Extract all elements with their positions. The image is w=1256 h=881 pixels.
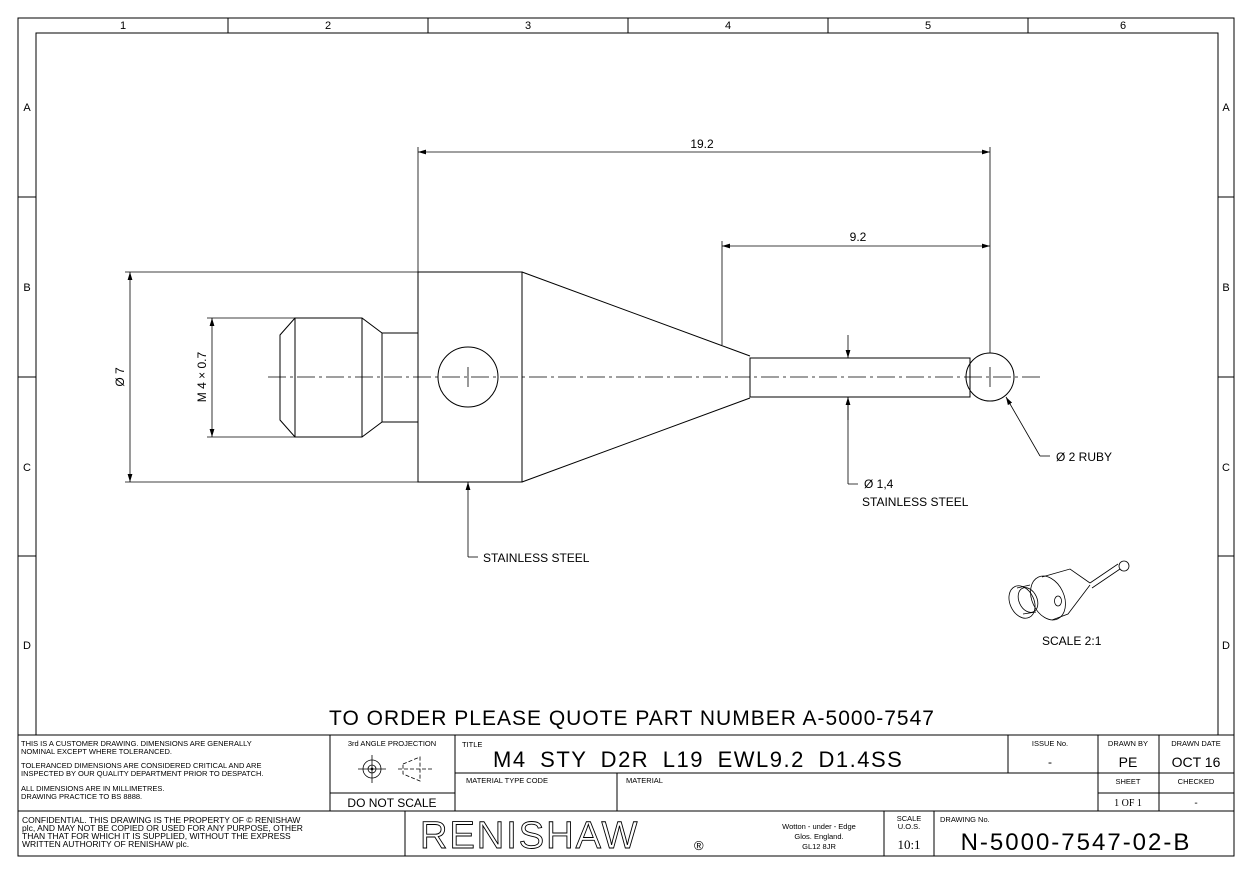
dim-ewl: 9.2 bbox=[850, 230, 867, 244]
dim-ball: Ø 2 RUBY bbox=[1056, 450, 1112, 464]
zone-row-b-right: B bbox=[1222, 282, 1229, 294]
renishaw-logo: RENISHAW bbox=[420, 815, 639, 857]
title-label: TITLE bbox=[462, 740, 482, 749]
confidential-line: WRITTEN AUTHORITY OF RENISHAW plc. bbox=[22, 839, 189, 849]
cross-hole bbox=[437, 346, 499, 408]
dim-stem-diameter: Ø 1,4 bbox=[864, 477, 894, 491]
drawn-date-value: OCT 16 bbox=[1172, 754, 1221, 770]
address-line: Wotton - under - Edge bbox=[782, 822, 856, 831]
drawing-no-label: DRAWING No. bbox=[940, 815, 990, 824]
zone-labels: 1 2 3 4 5 6 A B C D A B C D bbox=[23, 20, 1230, 652]
drawing-title: M4 STY D2R L19 EWL9.2 D1.4SS bbox=[493, 747, 903, 772]
neck bbox=[381, 332, 419, 423]
confidential-line: CONFIDENTIAL. THIS DRAWING IS THE PROPER… bbox=[22, 815, 300, 825]
thread-section bbox=[279, 317, 383, 438]
note-line: ALL DIMENSIONS ARE IN MILLIMETRES. bbox=[21, 784, 165, 793]
stylus-side-view bbox=[268, 271, 1040, 483]
third-angle-projection-symbol bbox=[358, 755, 432, 783]
zone-col-4: 4 bbox=[725, 20, 731, 32]
material-label: MATERIAL bbox=[626, 776, 663, 785]
drawn-date-label: DRAWN DATE bbox=[1171, 739, 1221, 748]
zone-row-a: A bbox=[23, 102, 31, 114]
note-line: THIS IS A CUSTOMER DRAWING. DIMENSIONS A… bbox=[21, 739, 252, 748]
stem-material-label: STAINLESS STEEL bbox=[862, 495, 969, 509]
sheet-label: SHEET bbox=[1115, 777, 1140, 786]
material-type-code-label: MATERIAL TYPE CODE bbox=[466, 776, 548, 785]
issue-label: ISSUE No. bbox=[1032, 739, 1068, 748]
zone-col-2: 2 bbox=[325, 20, 331, 32]
cone bbox=[521, 271, 751, 483]
zone-col-3: 3 bbox=[525, 20, 531, 32]
stem bbox=[749, 357, 971, 398]
issue-value: - bbox=[1048, 755, 1052, 769]
order-note: TO ORDER PLEASE QUOTE PART NUMBER A-5000… bbox=[329, 707, 935, 730]
note-line: TOLERANCED DIMENSIONS ARE CONSIDERED CRI… bbox=[21, 761, 261, 770]
confidential-line: THAN THAT FOR WHICH IT IS SUPPLIED, WITH… bbox=[22, 831, 291, 841]
iso-scale-label: SCALE 2:1 bbox=[1042, 634, 1102, 648]
isometric-view: SCALE 2:1 bbox=[1008, 560, 1130, 648]
checked-value: - bbox=[1194, 798, 1197, 809]
zone-row-a-right: A bbox=[1222, 102, 1230, 114]
scale-label-uos: U.O.S. bbox=[898, 822, 921, 831]
drawing-frame bbox=[17, 17, 1235, 857]
checked-label: CHECKED bbox=[1178, 777, 1215, 786]
zone-row-b: B bbox=[23, 282, 30, 294]
registered-mark: ® bbox=[694, 838, 704, 853]
zone-row-c-right: C bbox=[1222, 462, 1230, 474]
do-not-scale: DO NOT SCALE bbox=[347, 796, 436, 810]
drawn-by-label: DRAWN BY bbox=[1108, 739, 1148, 748]
dim-thread: M 4 × 0.7 bbox=[195, 352, 209, 403]
confidential-line: plc, AND MAY NOT BE COPIED OR USED FOR A… bbox=[22, 823, 303, 833]
address-line: Glos. England. bbox=[794, 832, 843, 841]
note-line: NOMINAL EXCEPT WHERE TOLERANCED. bbox=[21, 747, 172, 756]
zone-row-d: D bbox=[23, 640, 31, 652]
zone-row-d-right: D bbox=[1222, 640, 1230, 652]
drawn-by-value: PE bbox=[1119, 754, 1138, 770]
sheet-value: 1 OF 1 bbox=[1114, 798, 1142, 809]
drawing-number: N-5000-7547-02-B bbox=[961, 829, 1192, 856]
dim-body-diameter: Ø 7 bbox=[113, 367, 127, 387]
projection-label: 3rd ANGLE PROJECTION bbox=[348, 739, 436, 748]
scale-label: SCALE bbox=[897, 814, 922, 823]
dimensions: 19.2 9.2 Ø 7 M 4 × 0.7 Ø 1,4 STAINLESS S… bbox=[113, 137, 1112, 565]
note-line: DRAWING PRACTICE TO BS 8888. bbox=[21, 792, 142, 801]
scale-value: 10:1 bbox=[897, 837, 920, 852]
body-material-label: STAINLESS STEEL bbox=[483, 551, 590, 565]
title-block: THIS IS A CUSTOMER DRAWING. DIMENSIONS A… bbox=[18, 734, 1234, 857]
note-line: INSPECTED BY OUR QUALITY DEPARTMENT PRIO… bbox=[21, 769, 264, 778]
zone-col-5: 5 bbox=[925, 20, 931, 32]
zone-col-6: 6 bbox=[1120, 20, 1126, 32]
address-line: GL12 8JR bbox=[802, 842, 836, 851]
zone-row-c: C bbox=[23, 462, 31, 474]
zone-col-1: 1 bbox=[120, 20, 126, 32]
dim-overall-length: 19.2 bbox=[690, 137, 714, 151]
